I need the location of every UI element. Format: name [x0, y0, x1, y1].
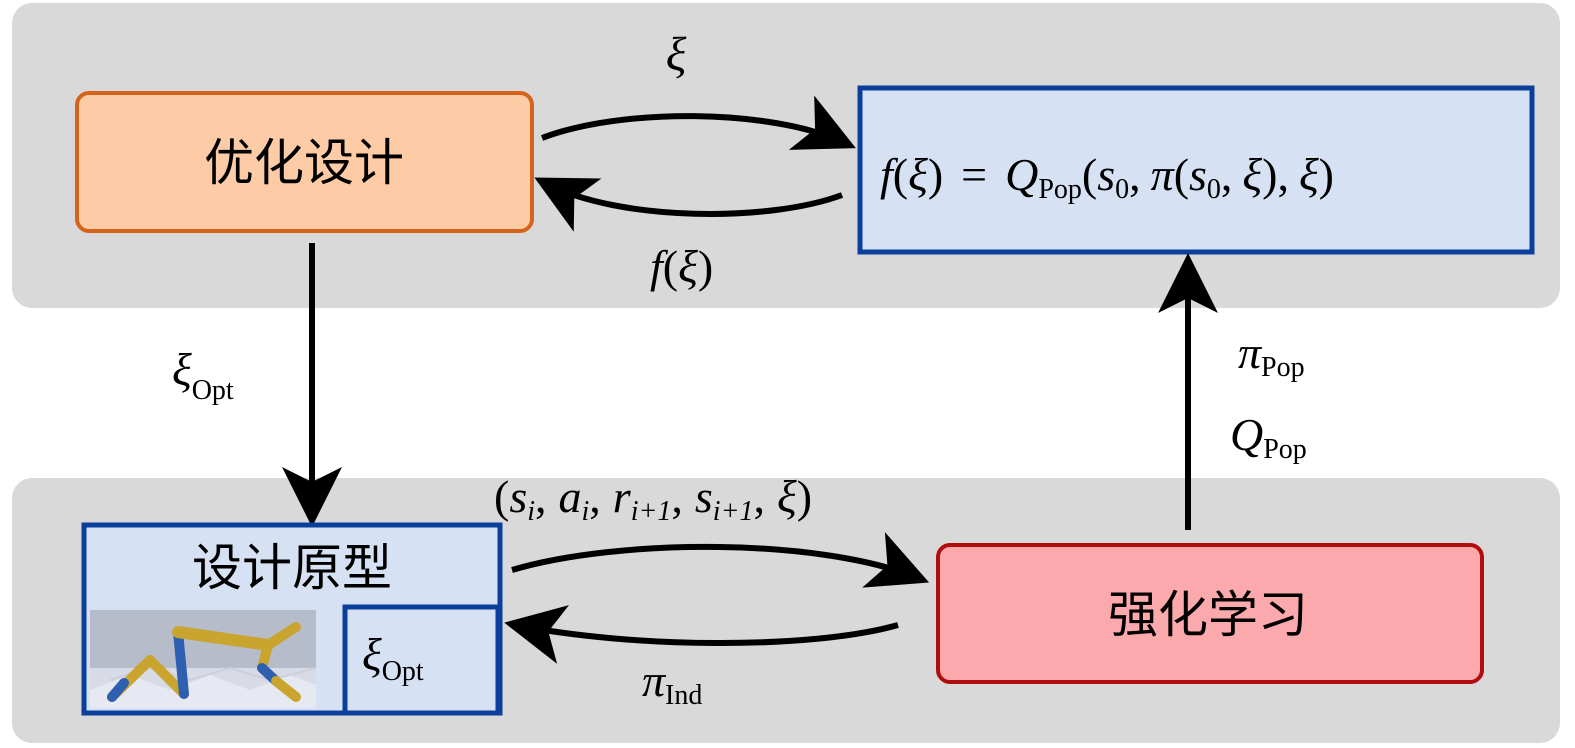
- formula-close1: ): [928, 149, 943, 200]
- formula-box: [857, 85, 1535, 255]
- formula-comma3: ,: [1277, 149, 1289, 200]
- tuple-s2: s: [695, 471, 713, 522]
- formula-q-sub: Pop: [1038, 174, 1082, 205]
- label-up-q-symbol: Q: [1230, 409, 1263, 460]
- label-up-pi: πPop: [1238, 327, 1305, 383]
- label-up-pi-symbol: π: [1238, 327, 1263, 378]
- formula-s0a: s: [1097, 149, 1115, 200]
- label-top-forward-xi: ξ: [666, 28, 687, 81]
- opt-design-label: 优化设计: [204, 134, 404, 192]
- tuple-xi: ξ: [777, 471, 797, 522]
- formula-xi2: ξ: [1242, 149, 1262, 200]
- tuple-r: r: [613, 471, 632, 522]
- label-up-q: QPop: [1230, 409, 1307, 465]
- formula-s0a-sub: 0: [1115, 174, 1129, 205]
- tuple-comma4: ,: [753, 471, 765, 522]
- label-down-sub: Opt: [192, 375, 234, 406]
- tuple-s-sub: i: [527, 496, 535, 527]
- tuple-s: s: [509, 471, 527, 522]
- arrow-bottom-forward: [511, 532, 930, 588]
- rl-box: [936, 543, 1484, 684]
- label-bottom-back-sub: Ind: [665, 680, 702, 711]
- formula-open3: (: [1174, 149, 1189, 200]
- formula-s0b: s: [1189, 149, 1207, 200]
- label-up-q-sub: Pop: [1263, 434, 1307, 465]
- tuple-close: ): [797, 471, 812, 522]
- arrow-top-back: [534, 177, 844, 232]
- formula-eq: =: [961, 149, 987, 200]
- formula-q: Q: [1005, 149, 1038, 200]
- tuple-r-sub: i+1: [631, 496, 672, 527]
- label-top-back: f(ξ): [650, 241, 713, 292]
- rl-label: 强化学习: [1108, 586, 1308, 644]
- formula-open2: (: [1082, 149, 1097, 200]
- label-up-pi-sub: Pop: [1261, 352, 1305, 383]
- tuple-comma3: ,: [671, 471, 683, 522]
- formula-open1: (: [893, 149, 908, 200]
- formula-comma1: ,: [1129, 149, 1141, 200]
- label-bottom-forward: (si,ai,ri+1,si+1,ξ): [494, 471, 812, 527]
- prototype-xi-box: [342, 604, 501, 716]
- formula-xi1: ξ: [908, 149, 928, 200]
- label-bottom-back-pi: π: [642, 655, 667, 706]
- formula-close2: ): [1319, 149, 1334, 200]
- opt-design-box: [75, 91, 534, 233]
- tuple-a: a: [559, 471, 582, 522]
- formula-pi: π: [1151, 149, 1176, 200]
- label-down-xi: ξ: [172, 344, 192, 395]
- tuple-s2-sub: i+1: [713, 496, 754, 527]
- robot-sim-image: [90, 610, 317, 708]
- formula-s0b-sub: 0: [1207, 174, 1221, 205]
- label-bottom-back: πInd: [642, 655, 702, 711]
- prototype-xi-sub: Opt: [382, 656, 424, 687]
- prototype-label: 设计原型: [192, 539, 392, 597]
- formula-close3: ): [1262, 149, 1277, 200]
- prototype-xi-symbol: ξ: [362, 629, 382, 680]
- formula-xi3: ξ: [1299, 149, 1319, 200]
- arrow-bottom-back: [504, 605, 899, 664]
- tuple-a-sub: i: [582, 496, 590, 527]
- label-top-back-xi: ξ: [678, 241, 698, 292]
- arrow-top-forward: [540, 95, 856, 150]
- formula-comma2: ,: [1221, 149, 1233, 200]
- label-top-back-open: (: [663, 241, 678, 292]
- prototype-xi-label: ξOpt: [362, 629, 424, 687]
- formula-text: f(ξ)=QPop(s0,π(s0,ξ),ξ): [880, 149, 1334, 205]
- label-top-back-close: ): [698, 241, 713, 292]
- tuple-comma1: ,: [535, 471, 547, 522]
- tuple-open: (: [494, 471, 509, 522]
- tuple-comma2: ,: [589, 471, 601, 522]
- label-down: ξOpt: [172, 344, 234, 406]
